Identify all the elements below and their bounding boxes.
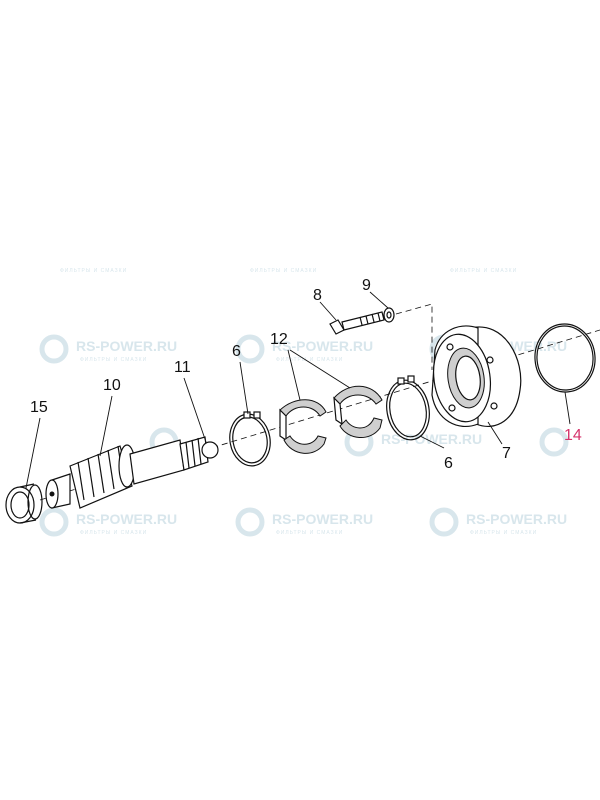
part-6-snap-ring-right xyxy=(386,375,430,441)
part-14-o-ring xyxy=(534,323,596,393)
part-7-housing xyxy=(431,325,522,428)
part-15-bushing xyxy=(5,483,43,524)
watermark-tagline: ФИЛЬТРЫ И СМАЗКИ xyxy=(80,530,147,536)
callout-6-left: 6 xyxy=(232,343,241,360)
callout-15: 15 xyxy=(30,399,48,416)
leader-lines xyxy=(25,291,571,489)
callout-6-right: 6 xyxy=(444,455,453,472)
callout-11: 11 xyxy=(174,359,191,376)
watermark-logo: RS-POWER.RU ФИЛЬТРЫ И СМАЗКИ xyxy=(39,507,177,537)
callout-9: 9 xyxy=(362,277,371,294)
part-9-washer xyxy=(383,307,395,323)
bolt-alignment-line xyxy=(395,303,433,370)
callout-12: 12 xyxy=(270,331,288,348)
watermark-brand: RS-POWER.RU xyxy=(76,338,177,354)
watermark-layer: RS-POWER.RU ФИЛЬТРЫ И СМАЗКИ RS-POWER.RU… xyxy=(39,268,569,537)
callout-7: 7 xyxy=(502,445,511,462)
watermark-logo: RS-POWER.RU ФИЛЬТРЫ И СМАЗКИ xyxy=(429,507,567,537)
watermark-tagline: ФИЛЬТРЫ И СМАЗКИ xyxy=(276,357,343,363)
watermark-strip: ФИЛЬТРЫ И СМАЗКИ ФИЛЬТРЫ И СМАЗКИ ФИЛЬТР… xyxy=(60,268,517,274)
watermark-tagline: ФИЛЬТРЫ И СМАЗКИ xyxy=(250,268,317,274)
watermark-brand: RS-POWER.RU xyxy=(466,511,567,527)
callout-14: 14 xyxy=(564,427,582,444)
watermark-logo: RS-POWER.RU ФИЛЬТРЫ И СМАЗКИ xyxy=(235,507,373,537)
watermark-tagline: ФИЛЬТРЫ И СМАЗКИ xyxy=(80,357,147,363)
watermark-brand: RS-POWER.RU xyxy=(272,338,373,354)
part-12-bearing-halves xyxy=(279,385,383,454)
watermark-brand: RS-POWER.RU xyxy=(76,511,177,527)
watermark-logo: RS-POWER.RU ФИЛЬТРЫ И СМАЗКИ xyxy=(235,334,373,364)
part-6-snap-ring-left xyxy=(229,411,271,467)
part-10-pinion-shaft xyxy=(45,436,209,509)
watermark-brand: RS-POWER.RU xyxy=(381,431,482,447)
watermark-tagline: ФИЛЬТРЫ И СМАЗКИ xyxy=(470,530,537,536)
part-11-ball xyxy=(201,441,219,459)
part-8-bolt xyxy=(329,311,385,335)
watermark-logo: RS-POWER.RU ФИЛЬТРЫ И СМАЗКИ xyxy=(39,334,177,364)
watermark-tagline: ФИЛЬТРЫ И СМАЗКИ xyxy=(276,530,343,536)
callout-8: 8 xyxy=(313,287,322,304)
watermark-tagline: ФИЛЬТРЫ И СМАЗКИ xyxy=(450,268,517,274)
callout-10: 10 xyxy=(103,377,121,394)
watermark-tagline: ФИЛЬТРЫ И СМАЗКИ xyxy=(60,268,127,274)
callout-labels: 15 10 11 6 12 8 9 6 7 14 xyxy=(30,277,582,472)
watermark-logo xyxy=(539,427,569,457)
watermark-brand: RS-POWER.RU xyxy=(272,511,373,527)
